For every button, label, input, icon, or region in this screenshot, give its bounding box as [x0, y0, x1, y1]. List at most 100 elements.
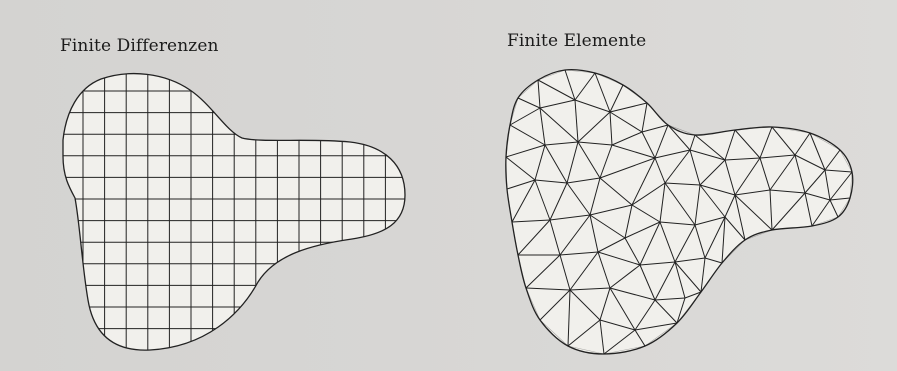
mesh-edge	[676, 297, 686, 324]
mesh-edge	[566, 182, 591, 216]
mesh-edge	[549, 182, 568, 221]
mesh-edge	[597, 251, 641, 266]
mesh-edge	[794, 132, 811, 156]
mesh-edge	[609, 287, 656, 301]
mesh-edge	[699, 159, 726, 186]
mesh-edge	[674, 224, 696, 263]
mesh-edge	[609, 287, 636, 331]
mesh-edge	[594, 72, 611, 113]
mesh-edge	[674, 257, 706, 263]
mesh-edge	[631, 204, 661, 223]
mesh-edge	[609, 102, 648, 113]
mesh-edge	[517, 97, 541, 109]
mesh-boundary-edge	[564, 69, 596, 74]
mesh-edge	[534, 179, 568, 184]
mesh-edge	[694, 224, 706, 259]
mesh-edge	[664, 182, 696, 226]
mesh-edge	[674, 261, 686, 299]
mesh-edge	[721, 216, 726, 264]
mesh-edge	[611, 131, 643, 146]
mesh-edge	[539, 289, 571, 321]
mesh-edge	[634, 299, 656, 331]
mesh-boundary-edge	[517, 79, 539, 99]
mesh-edge	[539, 107, 546, 146]
mesh-edge	[694, 216, 726, 226]
mesh-edge	[539, 107, 579, 143]
mesh-boundary-edge	[567, 345, 605, 355]
mesh-edge	[794, 154, 826, 171]
mesh-edge	[639, 264, 656, 301]
mesh-edge	[654, 261, 676, 301]
mesh-edge	[794, 154, 806, 194]
mesh-edge	[804, 169, 826, 194]
mesh-edge	[689, 149, 726, 161]
mesh-edge	[694, 134, 726, 161]
mesh-edge	[724, 194, 736, 218]
mesh-edge	[641, 124, 669, 133]
mesh-edge	[631, 182, 666, 206]
mesh-edge	[824, 169, 831, 201]
mesh-edge	[634, 322, 678, 331]
finite-elements-panel	[505, 68, 854, 355]
mesh-edge	[724, 157, 761, 161]
finite-elements-domain-fill	[505, 69, 853, 355]
mesh-edge	[511, 219, 551, 223]
mesh-edge	[559, 251, 599, 256]
mesh-edge	[577, 111, 611, 143]
mesh-edge	[549, 219, 561, 256]
mesh-edge	[674, 261, 702, 293]
mesh-edge	[664, 182, 701, 186]
mesh-edge	[564, 69, 576, 101]
mesh-edge	[809, 132, 826, 171]
mesh-boundary-edge	[809, 132, 841, 151]
mesh-edge	[597, 251, 611, 289]
mesh-edge	[577, 141, 613, 146]
mesh-edge	[589, 214, 599, 253]
mesh-edge	[667, 124, 691, 151]
finite-differences-title: Finite Differenzen	[60, 36, 219, 56]
mesh-edge	[734, 189, 771, 196]
mesh-edge	[534, 144, 546, 181]
mesh-edge	[771, 126, 796, 156]
mesh-edge	[699, 184, 736, 196]
mesh-edge	[574, 99, 579, 143]
mesh-edge	[664, 149, 691, 184]
mesh-edge	[654, 149, 691, 159]
mesh-edge	[734, 157, 761, 196]
mesh-boundary-edge	[771, 126, 811, 134]
mesh-edge	[804, 192, 813, 227]
mesh-edge	[654, 157, 666, 184]
mesh-edge	[599, 319, 605, 355]
mesh-edge	[759, 126, 773, 159]
mesh-edge	[549, 214, 591, 221]
mesh-edge	[574, 99, 611, 113]
mesh-edge	[684, 291, 702, 299]
mesh-edge	[734, 129, 761, 159]
mesh-edge	[599, 319, 636, 331]
mesh-edge	[694, 184, 701, 226]
mesh-edge	[829, 199, 839, 218]
mesh-edge	[599, 177, 633, 206]
mesh-edge	[771, 192, 806, 231]
mesh-edge	[659, 182, 666, 223]
finite-elements-domain-boundary	[505, 68, 854, 355]
mesh-edge	[624, 204, 633, 239]
mesh-edge	[609, 111, 613, 146]
mesh-edge	[654, 297, 686, 301]
mesh-edge	[517, 219, 551, 256]
mesh-edge	[689, 134, 696, 151]
mesh-edge	[566, 141, 579, 184]
mesh-edge	[569, 289, 601, 321]
mesh-edge	[566, 177, 601, 184]
mesh-edge	[769, 154, 796, 191]
mesh-edge	[577, 141, 601, 179]
mesh-edge	[537, 79, 541, 109]
mesh-edge	[724, 159, 736, 196]
mesh-edge	[734, 194, 773, 231]
mesh-edge	[544, 141, 579, 146]
mesh-edge	[824, 169, 853, 173]
mesh-edge	[589, 204, 633, 216]
mesh-edge	[511, 179, 536, 223]
mesh-edge	[759, 157, 771, 191]
